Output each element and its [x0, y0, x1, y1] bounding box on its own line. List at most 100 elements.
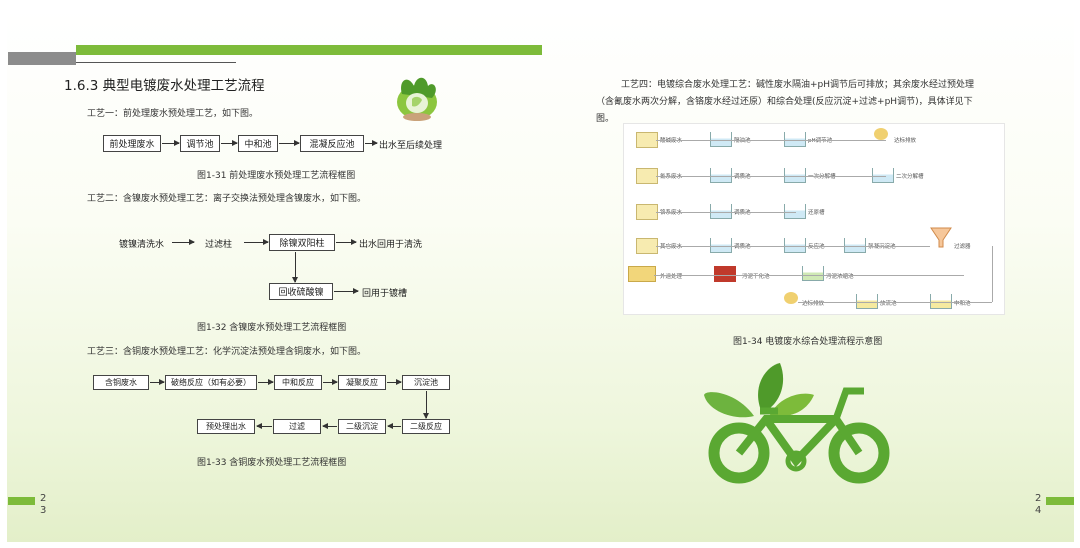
diagram-label: 酸碱废水 [660, 138, 683, 144]
tank-icon [710, 132, 732, 147]
header-gray-bar [8, 52, 76, 65]
tank-icon [636, 132, 658, 148]
p3-row1-1: 含铜废水 [93, 375, 149, 390]
tank-icon [710, 168, 732, 183]
tank-icon [784, 204, 806, 219]
tank-icon [636, 168, 658, 184]
p3-row1-3: 中和反应 [274, 375, 322, 390]
process4-text-line2: （含氰废水两次分解，含铬废水经过还原）和综合处理(反应沉淀+过滤+pH调节)，具… [596, 97, 973, 107]
wastewater-process-diagram: 酸碱废水 隔油池 pH调节池 达标排放 氰系废水 调质池 一次分解槽 二次分解槽… [623, 123, 1005, 315]
diagram-label: 隔油池 [734, 138, 751, 144]
diagram-label: 铬系废水 [660, 210, 683, 216]
tank-icon [636, 238, 658, 254]
sludge-dryer-icon [714, 266, 736, 282]
arrow-down [292, 252, 298, 283]
arrow-down [423, 391, 429, 419]
page-number-bar [1046, 497, 1074, 505]
p3-row1-5: 沉淀池 [402, 375, 450, 390]
p2-out: 出水回用于清洗 [359, 240, 423, 250]
p1-step-2: 调节池 [180, 135, 220, 152]
faucet-icon [874, 128, 888, 140]
tank-icon [710, 204, 732, 219]
arrow [258, 379, 274, 385]
diagram-label: pH调节池 [808, 138, 833, 144]
p3-row2-4: 二级反应 [402, 419, 450, 434]
process4-text-line3: 图。 [596, 114, 615, 124]
p3-row2-3: 二级沉淀 [338, 419, 386, 434]
p2-recover: 回收硫酸镍 [269, 283, 333, 300]
tank-icon [872, 168, 894, 183]
p3-row1-4: 凝聚反应 [338, 375, 386, 390]
tank-icon [784, 132, 806, 147]
arrow-left [256, 423, 272, 429]
arrow-left [322, 423, 337, 429]
arrow [365, 140, 378, 146]
arrow [387, 379, 402, 385]
flow-line [654, 275, 964, 276]
header-rule [76, 62, 236, 63]
arrow [279, 140, 300, 146]
tank-icon [844, 238, 866, 253]
p3-row2-1: 预处理出水 [197, 419, 255, 434]
process3-text: 工艺三：含铜废水预处理工艺：化学沉淀法预处理含铜废水，如下图。 [87, 347, 367, 357]
p1-end: 出水至后续处理 [379, 141, 443, 151]
arrow [244, 239, 269, 245]
diagram-label: 达标排放 [802, 301, 825, 307]
process4-text-line1: 工艺四：电镀综合废水处理工艺：碱性废水隔油+pH调节后可排放；其余废水经过预处理 [621, 80, 975, 90]
diagram-label: 其它废水 [660, 244, 683, 250]
left-page: 1.6.3 典型电镀废水处理工艺流程 工艺一：前处理废水预处理工艺，如下图。 前… [7, 9, 542, 542]
p2-source: 镀镍清洗水 [119, 240, 165, 250]
tank-icon [636, 204, 658, 220]
diagram-label: 氰系废水 [660, 174, 683, 180]
p3-row1-2: 破络反应（如有必要） [165, 375, 257, 390]
arrow [162, 140, 180, 146]
diagram-label: 放流池 [880, 301, 897, 307]
truck-icon [628, 266, 656, 282]
diagram-label: 还原槽 [808, 210, 825, 216]
filter-funnel-icon [930, 227, 952, 248]
right-page: 工艺四：电镀综合废水处理工艺：碱性废水隔油+pH调节后可排放；其余废水经过预处理… [541, 9, 1074, 542]
flow-line [798, 302, 992, 303]
flow-line [656, 212, 796, 213]
arrow [150, 379, 165, 385]
green-bicycle-icon [704, 363, 890, 484]
tank-icon [784, 168, 806, 183]
flow-line [656, 176, 886, 177]
tank-icon [710, 238, 732, 253]
page-number-left: 2 3 [40, 493, 47, 516]
diagram-label: 中和池 [954, 301, 971, 307]
diagram-label: 污泥浓缩池 [826, 274, 854, 280]
flow-line [656, 140, 886, 141]
caption-1-32: 图1-32 含镍废水预处理工艺流程框图 [197, 323, 347, 333]
arrow [221, 140, 238, 146]
arrow-left [387, 423, 401, 429]
diagram-label: 外运处理 [660, 274, 683, 280]
diagram-label: 污泥干化池 [742, 274, 770, 280]
arrow [172, 239, 195, 245]
process2-text: 工艺二：含镍废水预处理工艺：离子交换法预处理含镍废水，如下图。 [87, 194, 367, 204]
flow-line [656, 246, 930, 247]
diagram-label: 调质池 [734, 210, 751, 216]
section-title: 1.6.3 典型电镀废水处理工艺流程 [64, 78, 265, 94]
tank-icon [802, 266, 824, 281]
tank-icon [930, 294, 952, 309]
diagram-label: 絮凝沉淀池 [868, 244, 896, 250]
diagram-label: 反应池 [808, 244, 825, 250]
p2-filter: 过滤柱 [205, 240, 233, 250]
arrow [323, 379, 338, 385]
arrow [336, 239, 357, 245]
caption-1-33: 图1-33 含铜废水预处理工艺流程框图 [197, 458, 347, 468]
p1-step-4: 混凝反应池 [300, 135, 364, 152]
tank-icon [784, 238, 806, 253]
diagram-label: 调质池 [734, 174, 751, 180]
diagram-label: 二次分解槽 [896, 174, 924, 180]
faucet-icon [784, 292, 798, 304]
p1-step-1: 前处理废水 [103, 135, 161, 152]
arrow [334, 288, 359, 294]
header-green-bar [76, 45, 542, 55]
process1-text: 工艺一：前处理废水预处理工艺，如下图。 [87, 109, 259, 119]
caption-1-31: 图1-31 前处理废水预处理工艺流程框图 [197, 171, 356, 181]
diagram-label: 过滤器 [954, 244, 971, 250]
diagram-label: 达标排放 [894, 138, 917, 144]
leaf-globe-icon [397, 77, 437, 121]
